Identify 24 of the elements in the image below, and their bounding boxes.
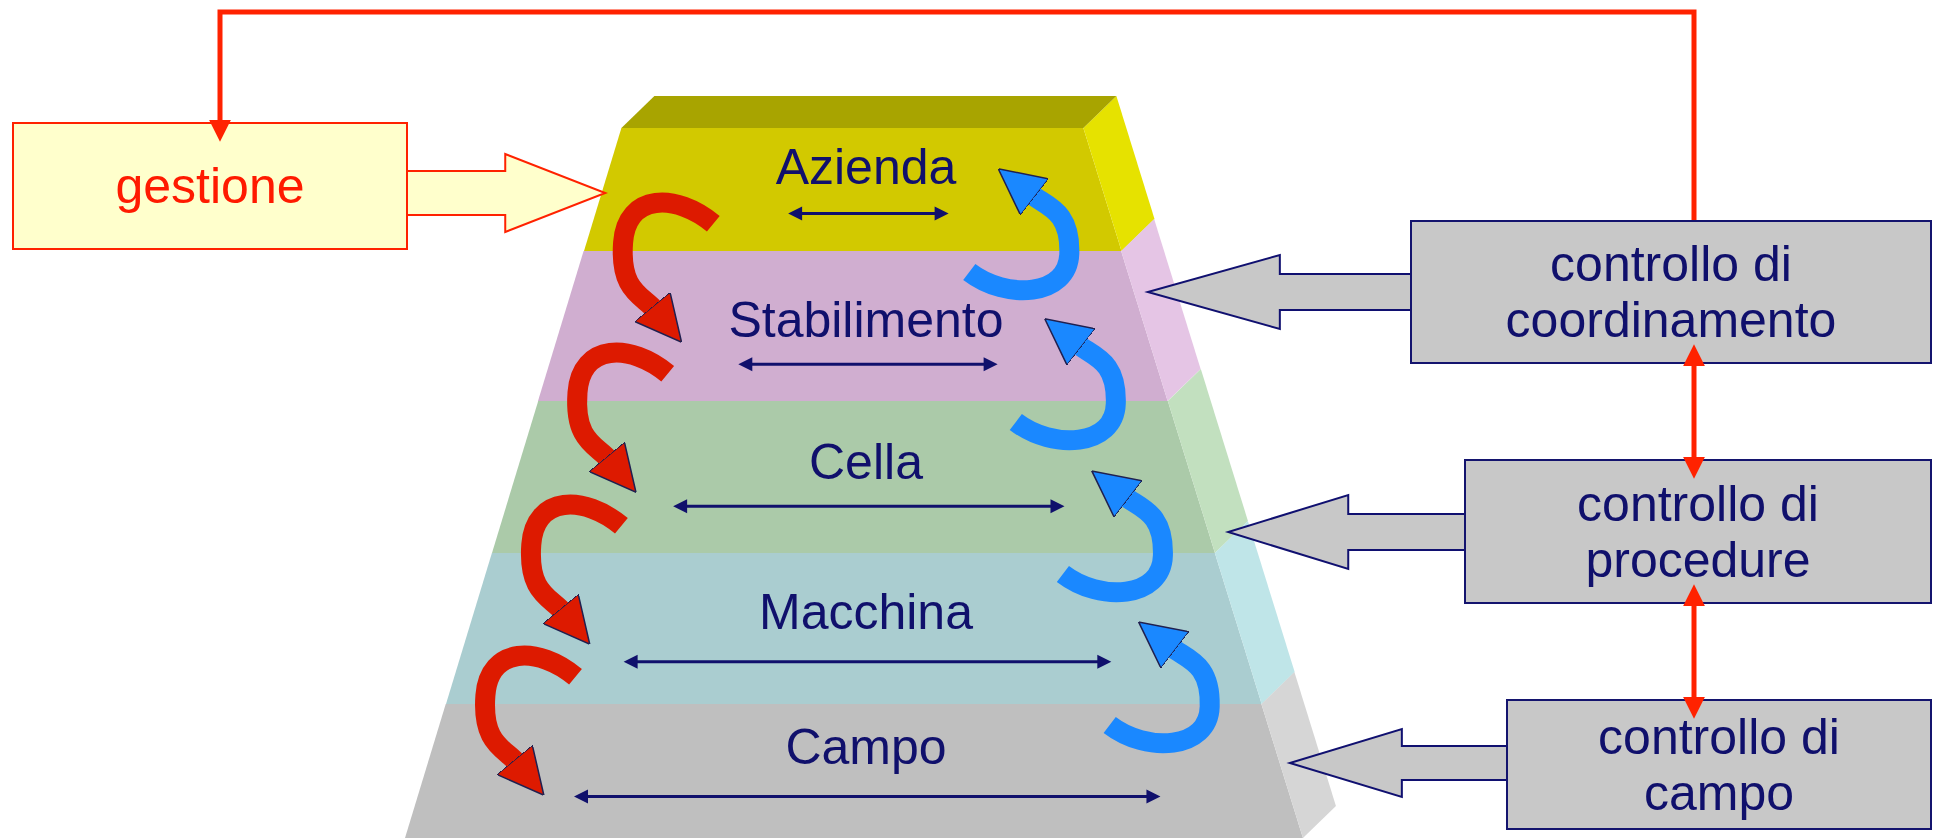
control-box: controllo di coordinamento bbox=[1410, 220, 1932, 364]
control-box: controllo di procedure bbox=[1464, 459, 1932, 604]
arrow bbox=[1683, 344, 1705, 479]
arrow bbox=[1010, 319, 1126, 451]
level-label: Cella bbox=[809, 435, 923, 490]
arrow bbox=[1683, 584, 1705, 719]
level-label: Stabilimento bbox=[728, 293, 1004, 348]
arrow bbox=[1224, 493, 1465, 571]
process-box: gestione bbox=[12, 122, 408, 250]
arrow bbox=[963, 169, 1080, 301]
arrow bbox=[612, 192, 720, 342]
arrow bbox=[209, 9, 1697, 220]
arrow bbox=[1144, 253, 1411, 331]
arrow bbox=[407, 152, 608, 234]
arrow bbox=[1104, 622, 1220, 754]
level-label: Macchina bbox=[759, 585, 973, 640]
arrow bbox=[475, 645, 582, 795]
arrow bbox=[1057, 471, 1173, 603]
control-box: controllo di campo bbox=[1506, 699, 1932, 830]
arrow bbox=[520, 494, 628, 644]
arrow bbox=[567, 342, 674, 492]
arrow bbox=[1286, 727, 1507, 799]
level-label: Azienda bbox=[775, 140, 957, 195]
level-label: Campo bbox=[785, 720, 947, 775]
